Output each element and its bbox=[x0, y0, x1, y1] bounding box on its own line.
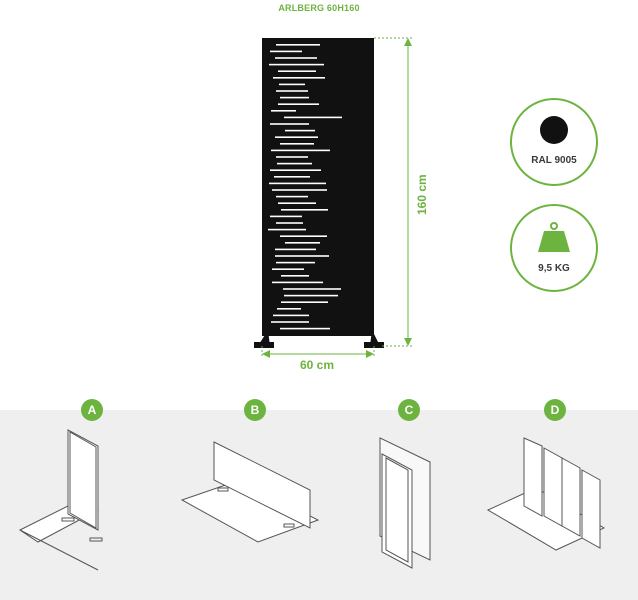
panel-slot bbox=[284, 116, 342, 119]
width-dimension-label: 60 cm bbox=[300, 358, 335, 372]
panel-slot bbox=[275, 136, 318, 138]
mounting-illustrations bbox=[19, 429, 606, 571]
panel-slot bbox=[272, 281, 323, 284]
panel-slot bbox=[278, 103, 319, 105]
panel-slot bbox=[276, 44, 320, 46]
panel-slot bbox=[272, 189, 327, 191]
panel-slot bbox=[270, 215, 302, 218]
panel-slot bbox=[276, 90, 308, 92]
panel-slot bbox=[279, 83, 305, 86]
panel-slot bbox=[270, 123, 309, 125]
panel-slot bbox=[273, 314, 309, 317]
product-title: ARLBERG 60H160 bbox=[278, 3, 360, 13]
panel-slot bbox=[274, 176, 310, 178]
panel-slot bbox=[283, 288, 341, 290]
weight-badge: 9,5 KG bbox=[510, 204, 598, 292]
color-dot-icon bbox=[540, 116, 568, 144]
panel-slot bbox=[268, 228, 306, 231]
color-badge-label: RAL 9005 bbox=[531, 155, 577, 166]
mounting-option-d-badge: D bbox=[544, 399, 566, 421]
panel-slot bbox=[281, 275, 309, 277]
panel-slot bbox=[277, 308, 301, 310]
panel-slot bbox=[278, 202, 316, 204]
panel-slot bbox=[278, 70, 316, 72]
panel-slot bbox=[273, 77, 325, 79]
mounting-options-section bbox=[0, 410, 638, 600]
panel-slot bbox=[281, 301, 328, 303]
panel-slot bbox=[270, 50, 302, 53]
panel-slot bbox=[281, 209, 328, 211]
panel-slot bbox=[276, 261, 315, 264]
panel-slot bbox=[276, 222, 303, 224]
panel-slot bbox=[275, 248, 316, 251]
panel-slot bbox=[271, 321, 309, 323]
panel-slot bbox=[270, 169, 321, 171]
panel-slot bbox=[276, 195, 308, 198]
panel-slot bbox=[271, 149, 330, 152]
panel-slot bbox=[280, 327, 330, 330]
mounting-option-b-badge: B bbox=[244, 399, 266, 421]
panel-slot bbox=[280, 235, 327, 237]
panel-slot bbox=[280, 96, 309, 99]
panel-slot bbox=[276, 156, 308, 158]
height-dimension-label: 160 cm bbox=[415, 174, 429, 215]
panel-slot bbox=[275, 57, 317, 59]
mounting-option-c-badge: C bbox=[398, 399, 420, 421]
panel-slot bbox=[269, 63, 324, 66]
weight-badge-label: 9,5 KG bbox=[538, 263, 570, 274]
panel-slot bbox=[285, 129, 315, 132]
product-panel-area bbox=[254, 37, 412, 358]
mounting-option-a-badge: A bbox=[81, 399, 103, 421]
panel-slot bbox=[269, 182, 326, 185]
panel-slot bbox=[277, 162, 312, 165]
panel-slot bbox=[284, 294, 338, 297]
panel-slot bbox=[285, 242, 320, 244]
decorative-panel-graphic bbox=[254, 37, 412, 358]
panel-slot bbox=[272, 268, 304, 270]
color-badge: RAL 9005 bbox=[510, 98, 598, 186]
weight-icon bbox=[538, 222, 570, 252]
panel-slot bbox=[280, 143, 314, 145]
panel-slot bbox=[271, 110, 296, 112]
panel-slot bbox=[275, 255, 329, 257]
